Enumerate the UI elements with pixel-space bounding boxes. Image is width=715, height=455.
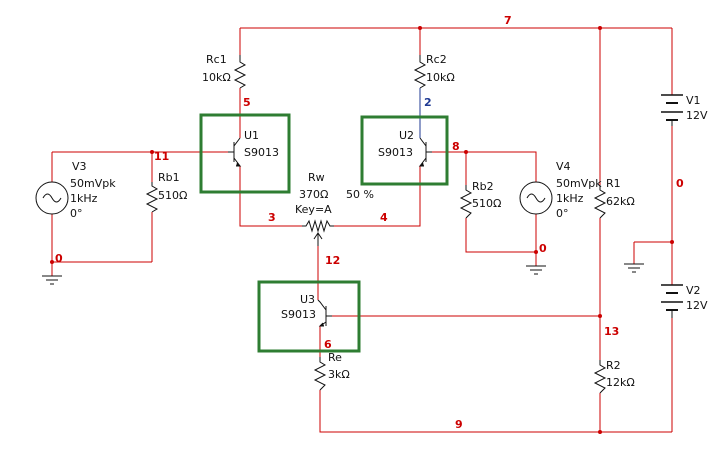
wire-node4 <box>334 166 421 227</box>
junction-dot <box>418 26 422 30</box>
v4-name-label: V4 <box>556 160 571 173</box>
u3-model-label: S9013 <box>281 308 316 321</box>
transistor-u2-symbol <box>418 137 432 167</box>
rb2-name-label: Rb2 <box>472 180 494 193</box>
re-value-label: 3kΩ <box>328 368 350 381</box>
resistor-rb1-symbol <box>145 182 159 213</box>
highlight-box-u3 <box>257 280 361 353</box>
wire-rb2-bottom <box>465 218 536 253</box>
r1-name-label: R1 <box>606 177 621 190</box>
highlight-box-u1 <box>199 113 291 194</box>
re-name-label: Re <box>328 351 342 364</box>
v2-name-label: V2 <box>686 284 701 297</box>
rc2-value-label: 10kΩ <box>426 71 455 84</box>
highlight-boxes <box>199 113 449 353</box>
u2-model-label: S9013 <box>378 146 413 159</box>
wire-re-bottom <box>319 390 672 433</box>
r2-value-label: 12kΩ <box>606 376 635 389</box>
v1-value-label: 12V <box>686 109 708 122</box>
node-labels: 7 5 2 11 8 3 4 12 6 13 9 0 0 0 <box>55 14 684 431</box>
junction-dot <box>598 430 602 434</box>
v1-name-label: V1 <box>686 94 701 107</box>
ground-right-symbol <box>624 263 644 273</box>
junction-dot <box>598 314 602 318</box>
junction-dot <box>598 26 602 30</box>
u3-name-label: U3 <box>300 293 315 306</box>
node-label-13: 13 <box>604 325 619 338</box>
junction-dot <box>464 150 468 154</box>
junction-dot <box>670 240 674 244</box>
ac-source-v4-symbol <box>519 181 553 215</box>
u1-model-label: S9013 <box>244 146 279 159</box>
transistor-u3-symbol <box>317 299 332 327</box>
rb1-name-label: Rb1 <box>158 171 180 184</box>
wire-node3 <box>239 166 302 227</box>
node-label-2: 2 <box>424 96 432 109</box>
node-label-5: 5 <box>243 96 251 109</box>
component-labels: Rc1 10kΩ Rc2 10kΩ U1 S9013 U2 S9013 U3 S… <box>70 53 708 389</box>
u2-name-label: U2 <box>399 129 414 142</box>
resistor-rb2-symbol <box>459 185 473 219</box>
rw-value-label: 370Ω <box>299 188 328 201</box>
transistor-u1-symbol <box>228 137 242 167</box>
node-label-11: 11 <box>154 150 169 163</box>
v3-phase-label: 0° <box>70 207 83 220</box>
resistor-rc1-symbol <box>233 55 247 89</box>
rb1-value-label: 510Ω <box>158 189 187 202</box>
node-label-4: 4 <box>380 211 388 224</box>
rw-name-label: Rw <box>308 171 325 184</box>
v4-phase-label: 0° <box>556 207 569 220</box>
components <box>35 55 683 394</box>
rw-percent-label: 50 % <box>346 188 374 201</box>
rc1-name-label: Rc1 <box>206 53 227 66</box>
junction-dot <box>50 260 54 264</box>
node-label-8: 8 <box>452 140 460 153</box>
rb2-value-label: 510Ω <box>472 197 501 210</box>
v3-name-label: V3 <box>72 160 87 173</box>
resistor-re-symbol <box>313 357 327 391</box>
battery-v2-symbol <box>661 284 683 318</box>
node-label-7: 7 <box>504 14 512 27</box>
junction-dot <box>150 150 154 154</box>
ground-mid-symbol <box>526 265 546 275</box>
v2-value-label: 12V <box>686 299 708 312</box>
resistor-r2-symbol <box>593 360 607 394</box>
rc2-name-label: Rc2 <box>426 53 447 66</box>
potentiometer-wiper-arrow <box>313 232 323 246</box>
r2-name-label: R2 <box>606 359 621 372</box>
potentiometer-rw-symbol <box>302 219 334 233</box>
v4-freq-label: 1kHz <box>556 192 584 205</box>
highlight-box-u2 <box>360 115 449 186</box>
node-label-0-left: 0 <box>55 252 63 265</box>
node-label-0-mid: 0 <box>539 242 547 255</box>
u1-name-label: U1 <box>244 129 259 142</box>
node-label-12: 12 <box>325 254 340 267</box>
node-label-6: 6 <box>324 338 332 351</box>
resistor-rc2-symbol <box>413 55 427 89</box>
r1-value-label: 62kΩ <box>606 195 635 208</box>
resistor-r1-symbol <box>593 185 607 219</box>
v4-amplitude-label: 50mVpk <box>556 177 602 190</box>
rw-key-label: Key=A <box>295 203 332 216</box>
ac-source-v3-symbol <box>35 181 69 215</box>
junction-dot <box>534 250 538 254</box>
node-label-0-right: 0 <box>676 177 684 190</box>
wires <box>51 27 673 433</box>
rc1-value-label: 10kΩ <box>202 71 231 84</box>
battery-v1-symbol <box>661 94 683 126</box>
v3-freq-label: 1kHz <box>70 192 98 205</box>
node-label-9: 9 <box>455 418 463 431</box>
ground-left-symbol <box>42 275 62 285</box>
junctions <box>50 26 674 434</box>
v3-amplitude-label: 50mVpk <box>70 177 116 190</box>
node-label-3: 3 <box>268 211 276 224</box>
